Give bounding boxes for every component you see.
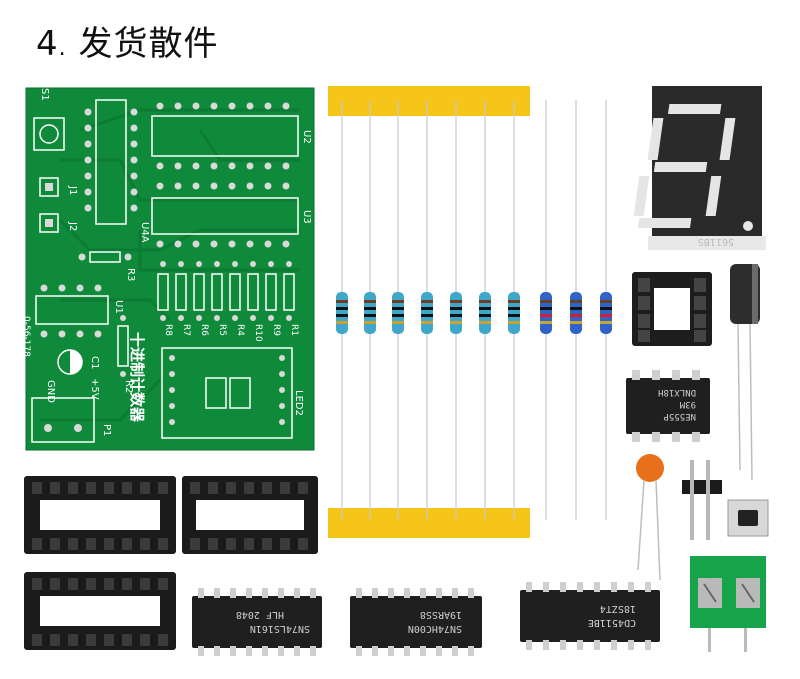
ic-74ls161-line1: SN74LS161N <box>250 623 310 634</box>
ic-74ls161: SN74LS161N HLF 2048 <box>192 588 322 656</box>
label-resistor-r6: R6 <box>199 324 209 336</box>
resistor-6 <box>479 100 491 520</box>
label-resistor-r7: R7 <box>181 324 191 336</box>
resistor-7 <box>508 100 520 520</box>
label-u1: U1 <box>113 300 124 314</box>
dip16-socket-2 <box>24 572 176 650</box>
pin-header <box>682 460 722 540</box>
dip16-socket-1 <box>24 476 176 554</box>
label-resistor-r8: R8 <box>163 324 173 336</box>
label-resistor-r5: R5 <box>217 324 227 336</box>
label-r3: R3 <box>125 268 136 281</box>
label-u4a: U4A <box>139 222 150 243</box>
resistor-1 <box>336 100 348 520</box>
label-resistor-r10: R10 <box>253 324 263 342</box>
ic-cd4511-line1: CD4511BE <box>588 617 636 628</box>
title-text: 发货散件 <box>78 24 219 64</box>
label-version: 0-56-178 <box>21 316 31 357</box>
ic-74hc00-line2: 19ARSS8 <box>420 609 462 620</box>
dip14-socket <box>182 476 318 554</box>
ceramic-capacitor <box>636 454 664 581</box>
label-c1: C1 <box>89 356 100 369</box>
resistor-3 <box>392 100 404 520</box>
label-plus5v: +5V <box>89 378 100 400</box>
label-resistor-r9: R9 <box>271 324 281 336</box>
label-j1: J1 <box>67 185 78 195</box>
resistor-4 <box>421 100 433 520</box>
title-number: 4 <box>36 24 59 64</box>
ic-ne555: NE555P 93M DNLX18H <box>626 370 710 442</box>
resistor-set <box>336 100 612 520</box>
title-dot: . <box>58 36 67 61</box>
resistor-tape <box>328 86 530 538</box>
label-p1: P1 <box>101 424 112 436</box>
tact-switch <box>727 499 769 537</box>
ne555-line2: 93M <box>679 399 696 409</box>
label-gnd: GND <box>45 380 56 403</box>
ic-cd4511: CD4511BE 18SZT4 <box>520 582 660 650</box>
ne555-line3: DNLX18H <box>658 387 696 397</box>
label-resistor-r4: R4 <box>235 324 245 336</box>
resistor-5 <box>450 100 462 520</box>
label-u3: U3 <box>301 210 312 224</box>
label-led2: LED2 <box>293 390 304 416</box>
label-j2: J2 <box>67 221 78 231</box>
ic-74ls161-line2: HLF 2048 <box>236 609 284 620</box>
resistor-2 <box>364 100 376 520</box>
ne555-line1: NE555P <box>663 411 696 421</box>
seven-segment-side-text: 5611BS <box>698 236 734 247</box>
label-resistor-r1: R1 <box>289 324 299 336</box>
ic-74hc00-line1: SN74HC00N <box>408 623 462 634</box>
label-s1: S1 <box>39 88 50 101</box>
electrolytic-capacitor <box>730 264 760 481</box>
resistor-8 <box>540 100 552 520</box>
resistor-10 <box>600 100 612 520</box>
label-board-name: 十进制计数器 <box>128 332 146 423</box>
pcb-board: S1 J1 J2 U4A U2 <box>21 87 315 451</box>
label-u2: U2 <box>301 130 312 144</box>
page-title: 4. 发货散件 <box>36 16 218 65</box>
label-r2: R2 <box>123 380 134 393</box>
resistor-9 <box>570 100 582 520</box>
screw-terminal <box>690 556 766 652</box>
ic-cd4511-line2: 18SZT4 <box>600 603 636 614</box>
seven-segment-display: 5611BS <box>633 86 766 250</box>
ic-74hc00: SN74HC00N 19ARSS8 <box>350 588 482 656</box>
dip8-socket <box>632 272 712 346</box>
